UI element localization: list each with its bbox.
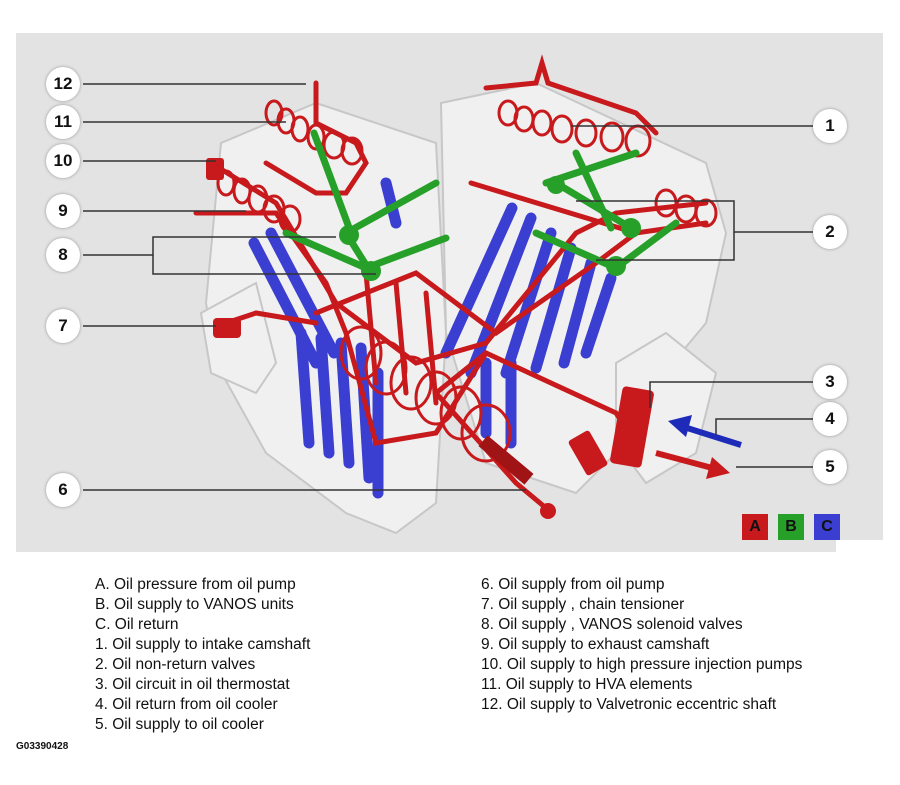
callout-2: 2 <box>813 215 847 249</box>
valve-springs <box>216 99 718 463</box>
legend-item: 3. Oil circuit in oil thermostat <box>95 676 290 693</box>
oil-return-arrow <box>668 415 742 448</box>
vanos-valve-bodies <box>339 176 641 281</box>
oil-supply-arrow <box>655 450 730 479</box>
legend-item: 10. Oil supply to high pressure injectio… <box>481 656 803 673</box>
legend-letter-b: B <box>785 518 797 535</box>
legend-box-c: C <box>814 514 840 540</box>
legend-item: 6. Oil supply from oil pump <box>481 576 665 593</box>
callout-11: 11 <box>46 105 80 139</box>
legend-item: 2. Oil non-return valves <box>95 656 256 673</box>
legend-item: A. Oil pressure from oil pump <box>95 576 296 593</box>
legend-item: 11. Oil supply to HVA elements <box>481 676 693 693</box>
legend-item: 4. Oil return from oil cooler <box>95 696 278 713</box>
figure-id: G03390428 <box>16 741 69 752</box>
legend-item: C. Oil return <box>95 616 179 633</box>
callout-3: 3 <box>813 365 847 399</box>
legend-item: B. Oil supply to VANOS units <box>95 596 294 613</box>
callout-9: 9 <box>46 194 80 228</box>
engine-oil-circuit-illustration <box>16 33 883 552</box>
leader-lines <box>83 83 813 491</box>
legend-item: 12. Oil supply to Valvetronic eccentric … <box>481 696 777 713</box>
legend-item: 8. Oil supply , VANOS solenoid valves <box>481 616 743 633</box>
legend-item: 5. Oil supply to oil cooler <box>95 716 264 733</box>
callout-10: 10 <box>46 144 80 178</box>
callout-8: 8 <box>46 238 80 272</box>
callout-5: 5 <box>813 450 847 484</box>
callout-1: 1 <box>813 109 847 143</box>
legend-item: 9. Oil supply to exhaust camshaft <box>481 636 710 653</box>
vanos-supply-pipes-b <box>282 129 680 277</box>
legend-right-column: 6. Oil supply from oil pump 7. Oil suppl… <box>481 575 802 715</box>
legend-box-a: A <box>742 514 768 540</box>
legend-item: 7. Oil supply , chain tensioner <box>481 596 685 613</box>
legend-letter-c: C <box>821 518 833 535</box>
legend-letter-a: A <box>749 518 761 535</box>
legend-left-column: A. Oil pressure from oil pump B. Oil sup… <box>95 575 310 735</box>
callout-7: 7 <box>46 309 80 343</box>
red-components <box>206 158 654 519</box>
callout-12: 12 <box>46 67 80 101</box>
callout-6: 6 <box>46 473 80 507</box>
legend-item: 1. Oil supply to intake camshaft <box>95 636 311 653</box>
legend-box-b: B <box>778 514 804 540</box>
callout-4: 4 <box>813 402 847 436</box>
